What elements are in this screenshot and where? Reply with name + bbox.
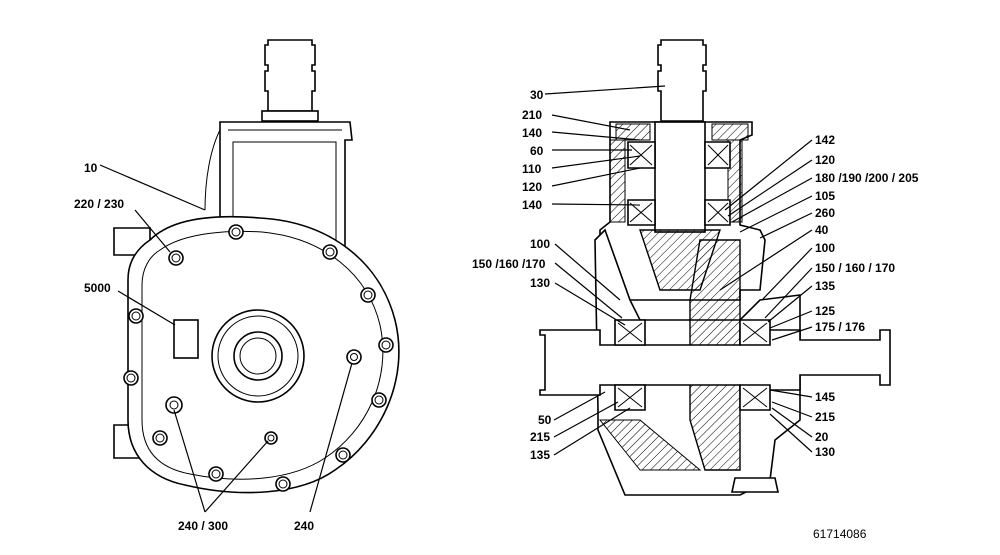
callout-130-right: 130 [815, 445, 835, 459]
callout-140-top: 140 [522, 126, 542, 140]
callout-240: 240 [294, 519, 314, 533]
right-right-leaders [719, 139, 813, 453]
left-input-shaft [264, 39, 316, 112]
right-input-shaft [657, 39, 707, 122]
right-vertical-shaft [654, 121, 706, 233]
callout-240-300: 240 / 300 [178, 519, 228, 533]
callout-220-230: 220 / 230 [74, 197, 124, 211]
left-shaft-collar [261, 110, 319, 122]
right-section-view: 30 210 140 60 110 120 140 100 150 /160 /… [472, 39, 919, 496]
callout-105: 105 [815, 189, 835, 203]
callout-120-right: 120 [815, 153, 835, 167]
callout-180-190-200-205: 180 /190 /200 / 205 [815, 171, 919, 185]
left-bolt-circle [123, 224, 394, 492]
callout-20: 20 [815, 430, 829, 444]
left-nameplate [173, 319, 199, 359]
callout-150-160-170-right: 150 / 160 / 170 [815, 261, 895, 275]
right-left-leaders [544, 85, 666, 456]
callout-30: 30 [530, 88, 544, 102]
callout-5000: 5000 [84, 281, 111, 295]
left-plug-right [346, 349, 362, 365]
callout-135-left: 135 [530, 448, 550, 462]
callout-215-left: 215 [530, 430, 550, 444]
left-housing-view: 10 220 / 230 5000 240 / 300 240 [74, 39, 400, 533]
callout-120-left: 120 [522, 180, 542, 194]
callout-260: 260 [815, 206, 835, 220]
callout-10: 10 [84, 161, 98, 175]
callout-40: 40 [815, 223, 829, 237]
callout-100-left: 100 [530, 237, 550, 251]
callout-50: 50 [538, 413, 552, 427]
callout-215-right: 215 [815, 410, 835, 424]
callout-110: 110 [522, 162, 542, 176]
callout-135-right: 135 [815, 279, 835, 293]
callout-210: 210 [522, 108, 542, 122]
callout-60: 60 [530, 144, 544, 158]
callout-175-176: 175 / 176 [815, 320, 865, 334]
callout-145: 145 [815, 390, 835, 404]
callout-100-right: 100 [815, 241, 835, 255]
left-plug-lower [165, 396, 183, 414]
callout-130-left: 130 [530, 276, 550, 290]
callout-125: 125 [815, 304, 835, 318]
callout-142: 142 [815, 133, 835, 147]
callout-150-160-170-left: 150 /160 /170 [472, 257, 546, 271]
callout-140-mid: 140 [522, 198, 542, 212]
left-center-bore [233, 331, 283, 381]
right-bottom-foot [731, 477, 779, 493]
drawing-number: 61714086 [813, 527, 867, 541]
